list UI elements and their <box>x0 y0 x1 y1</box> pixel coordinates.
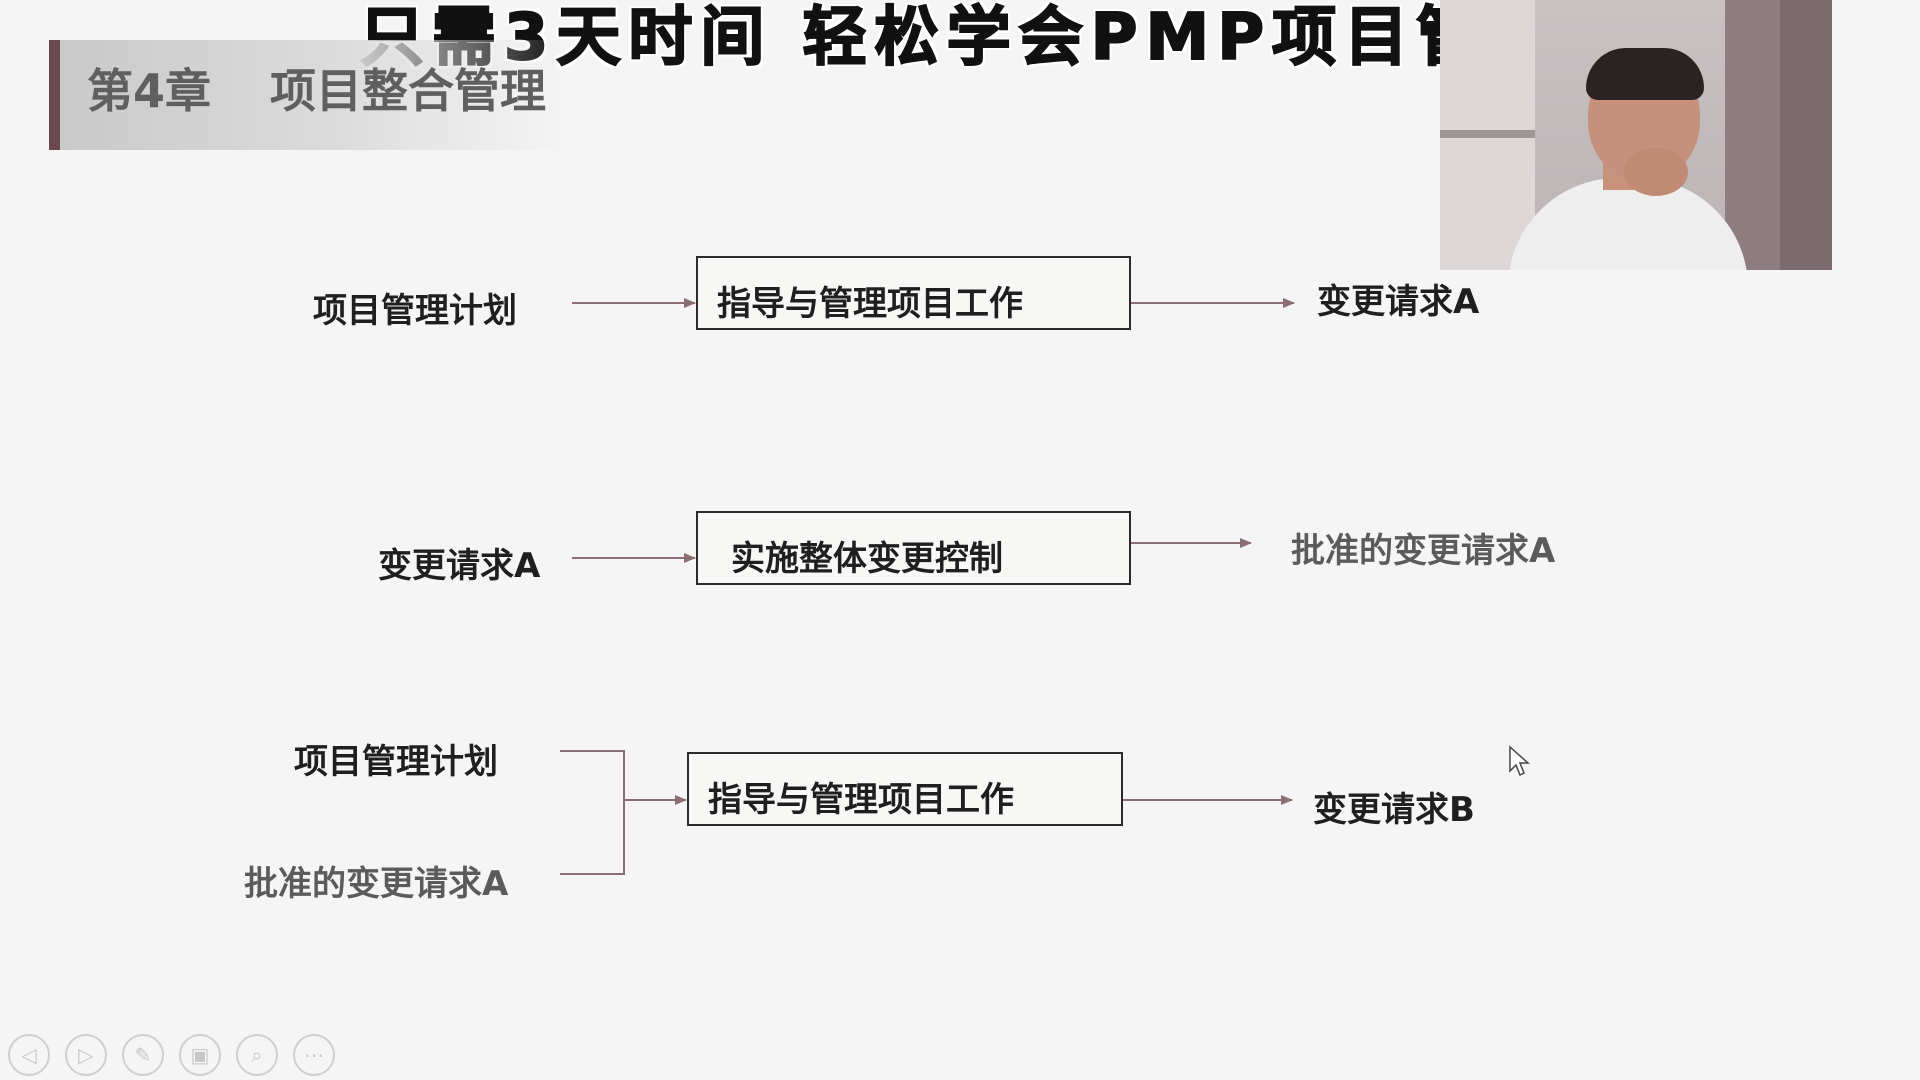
webcam-overlay <box>1440 0 1832 270</box>
zoom-button[interactable]: ⌕ <box>236 1034 278 1076</box>
row2-process-box: 实施整体变更控制 <box>696 511 1131 585</box>
row2-input-label: 变更请求A <box>378 546 541 586</box>
row3-process-box: 指导与管理项目工作 <box>687 752 1123 826</box>
chapter-number: 第4章 <box>87 64 212 118</box>
mouse-cursor-icon <box>1509 745 1530 777</box>
chapter-title: 项目整合管理 <box>270 64 546 118</box>
row1-process-label: 指导与管理项目工作 <box>717 284 1023 324</box>
row1-output-label: 变更请求A <box>1317 282 1480 322</box>
previous-slide-button[interactable]: ◁ <box>8 1034 50 1076</box>
presenter-hand <box>1624 148 1688 196</box>
row3-process-label: 指导与管理项目工作 <box>708 780 1014 820</box>
row1-process-box: 指导与管理项目工作 <box>696 256 1131 330</box>
pen-tool-button[interactable]: ✎ <box>122 1034 164 1076</box>
presenter-hair <box>1586 48 1704 100</box>
row2-output-label: 批准的变更请求A <box>1291 531 1556 571</box>
row3-bracket <box>560 750 625 875</box>
row1-input-label: 项目管理计划 <box>313 291 517 331</box>
more-options-button[interactable]: ⋯ <box>293 1034 335 1076</box>
webcam-curtain-shadow <box>1780 0 1832 270</box>
chapter-header: 第4章 项目整合管理 <box>49 40 569 150</box>
all-slides-button[interactable]: ▣ <box>179 1034 221 1076</box>
row3-output-label: 变更请求B <box>1313 790 1475 830</box>
row3-input1-label: 项目管理计划 <box>294 742 498 782</box>
next-slide-button[interactable]: ▷ <box>65 1034 107 1076</box>
row2-process-label: 实施整体变更控制 <box>731 539 1003 579</box>
webcam-shelf <box>1440 130 1535 138</box>
row3-input2-label: 批准的变更请求A <box>244 864 509 904</box>
